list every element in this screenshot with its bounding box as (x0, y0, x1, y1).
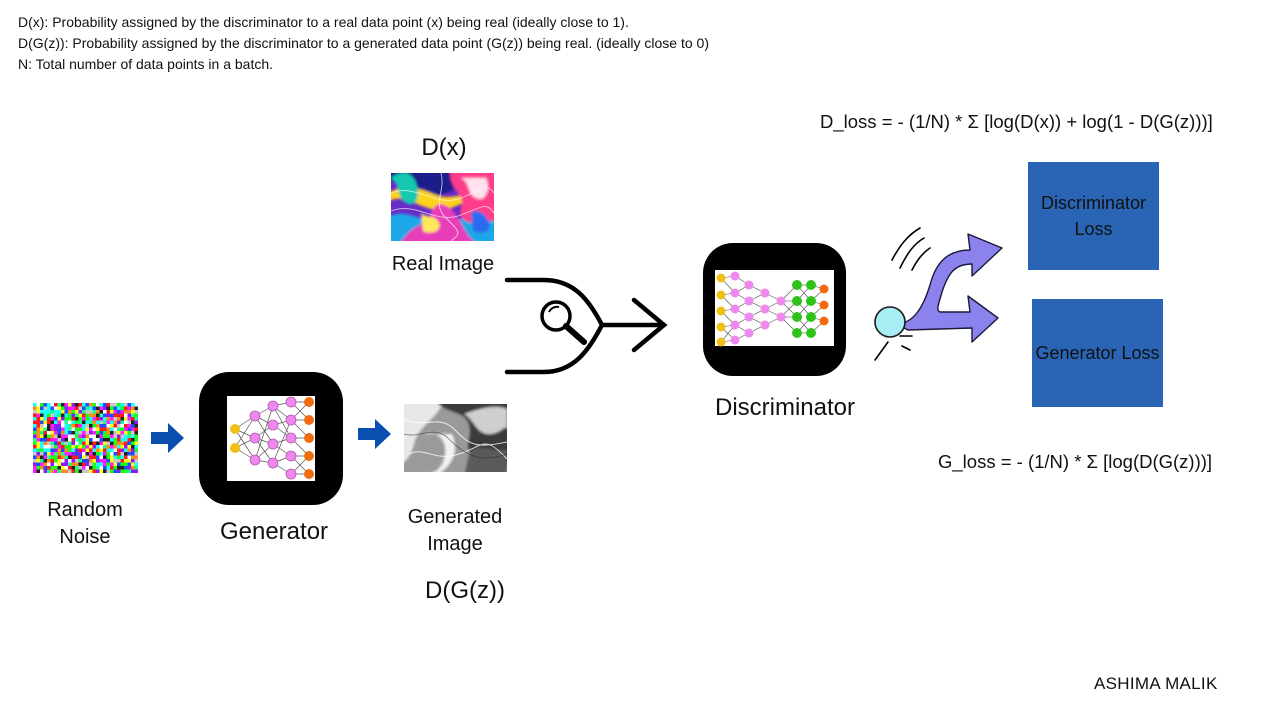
real-image-label: Real Image (391, 253, 495, 275)
g-loss-formula: G_loss = - (1/N) * Σ [log(D(G(z)))] (938, 451, 1213, 472)
generator-loss-label: Generator Loss (1035, 343, 1160, 363)
d-loss-formula: D_loss = - (1/N) * Σ [log(D(x)) + log(1 … (820, 111, 1213, 132)
generator-network-icon (199, 372, 343, 505)
generated-image (404, 404, 507, 472)
random-noise-label: Random Noise (47, 499, 123, 548)
definition-dx: D(x): Probability assigned by the discri… (18, 14, 629, 30)
magnifier-icon (540, 300, 587, 345)
generated-image-label: Generated Image (407, 506, 503, 555)
real-image (391, 173, 494, 241)
generator-loss-box: Generator Loss (1032, 299, 1163, 407)
discriminator-label: Discriminator (714, 394, 855, 421)
definition-n: N: Total number of data points in a batc… (18, 56, 274, 72)
author-credit: ASHIMA MALIK (1094, 674, 1218, 693)
generator-label: Generator (219, 518, 329, 545)
arrow-right-icon (151, 423, 184, 453)
discriminator-loss-box: Discriminator Loss (1028, 162, 1159, 270)
definition-dgz: D(G(z)): Probability assigned by the dis… (18, 35, 709, 51)
arrow-right-icon (358, 419, 391, 449)
discriminator-network-icon (703, 243, 846, 376)
dgz-label: D(G(z)) (425, 577, 505, 604)
split-arrow-icon (874, 227, 1003, 361)
discriminator-loss-label: Discriminator Loss (1040, 193, 1146, 239)
random-noise-image (33, 403, 138, 473)
merge-input-icon (504, 277, 668, 375)
dx-label: D(x) (421, 134, 467, 161)
